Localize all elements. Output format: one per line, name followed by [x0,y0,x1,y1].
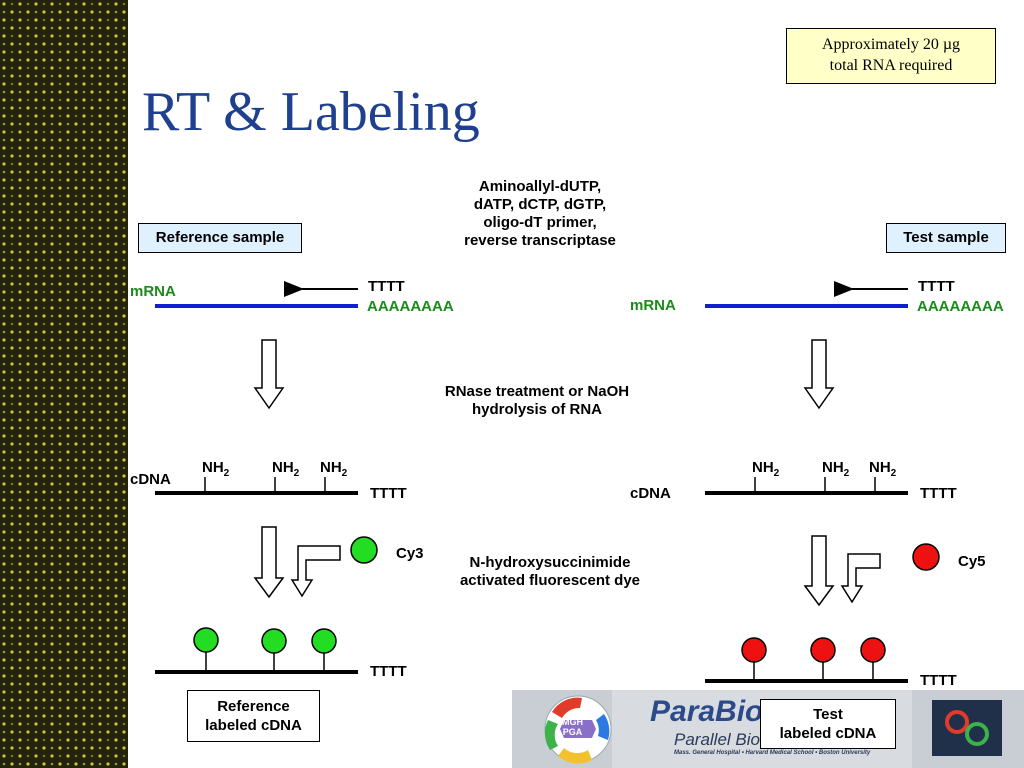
badge-line-1: MGH [562,717,583,727]
right-primer-label: TTTT [918,278,955,295]
note-line-2: total RNA required [829,57,953,74]
left-dye-arrow [290,545,341,598]
nh-text: NH [869,459,891,476]
hydrolysis-line-1: RNase treatment or NaOH [444,383,630,400]
left-labeled-tail-label: TTTT [370,663,407,680]
nh-text: NH [822,459,844,476]
microarray-sidebar [0,0,128,768]
right-cdna-label: cDNA [630,485,671,502]
dye-step-text: N-hydroxysuccinimide activated fluoresce… [460,554,640,590]
reagents-line-2: dATP, dCTP, dGTP, [473,196,607,213]
mgh-pga-badge: MGH PGA [562,717,583,738]
hydrolysis-text: RNase treatment or NaOH hydrolysis of RN… [445,383,629,419]
cy5-dye-spot [741,637,767,663]
right-polya-label: AAAAAAAA [917,298,1004,315]
right-nh2-2: NH2 [822,459,849,480]
left-polya-label: AAAAAAAA [367,298,454,315]
right-nh2-3: NH2 [869,459,896,480]
cy3-dye-icon [350,536,378,564]
dye-step-line-2: activated fluorescent dye [459,572,641,589]
hydrolysis-line-2: hydrolysis of RNA [471,401,603,418]
test-sample-label: Test sample [886,223,1006,253]
subscript-2: 2 [773,468,780,479]
subscript-2: 2 [890,468,897,479]
test-labeled-cdna-label: Test labeled cDNA [760,699,896,749]
test-result-line-2: labeled cDNA [779,725,877,742]
cy3-label: Cy3 [396,545,424,562]
right-dye-arrow [840,553,881,604]
right-mrna-label: mRNA [630,297,676,314]
right-cdna-tail-label: TTTT [920,485,957,502]
reference-result-line-2: labeled cDNA [205,717,302,734]
cy5-label: Cy5 [958,553,986,570]
nh-text: NH [752,459,774,476]
left-nh2-3: NH2 [320,459,347,480]
subscript-2: 2 [843,468,850,479]
cy3-dye-spot [193,627,219,653]
cy5-dye-spot [810,637,836,663]
subscript-2: 2 [223,468,230,479]
reference-result-line-1: Reference [217,697,290,715]
right-down-arrow-1 [803,339,835,410]
logo-tagline: Parallel Biolo [674,730,774,749]
test-result-line-1: Test [813,705,843,723]
left-cdna-tail-label: TTTT [370,485,407,502]
nh-text: NH [320,459,342,476]
left-cdna-label: cDNA [130,471,171,488]
subscript-2: 2 [341,468,348,479]
right-nh2-1: NH2 [752,459,779,480]
left-nh2-1: NH2 [202,459,229,480]
reagents-line-1: Aminoallyl-dUTP, [478,178,602,195]
reference-labeled-cdna-label: Reference labeled cDNA [187,690,320,742]
reagents-line-4: reverse transcriptase [464,232,616,249]
rna-requirement-note: Approximately 20 µg total RNA required [786,28,996,84]
logo-affiliation: Mass. General Hospital • Harvard Medical… [674,750,871,756]
right-down-arrow-2 [803,535,835,607]
left-nh2-2: NH2 [272,459,299,480]
left-down-arrow-2 [253,526,285,599]
nh-text: NH [202,459,224,476]
reference-sample-label: Reference sample [138,223,302,253]
dye-step-line-1: N-hydroxysuccinimide [469,554,631,571]
reference-sample-text: Reference sample [155,229,285,247]
cy3-dye-spot [261,628,287,654]
cy5-dye-icon [912,543,940,571]
note-line-1: Approximately 20 µg [821,36,961,54]
right-labeled-tail-label: TTTT [920,672,957,689]
test-sample-text: Test sample [903,229,989,247]
nh-text: NH [272,459,294,476]
reagents-line-3: oligo-dT primer, [483,214,597,231]
slide-title: RT & Labeling [142,81,480,143]
subscript-2: 2 [293,468,300,479]
cy5-dye-spot [860,637,886,663]
left-primer-label: TTTT [368,278,405,295]
left-down-arrow-1 [253,339,285,410]
cy3-dye-spot [311,628,337,654]
reagents-text: Aminoallyl-dUTP, dATP, dCTP, dGTP, oligo… [464,178,616,250]
badge-line-2: PGA [562,726,583,737]
left-mrna-label: mRNA [130,283,176,300]
